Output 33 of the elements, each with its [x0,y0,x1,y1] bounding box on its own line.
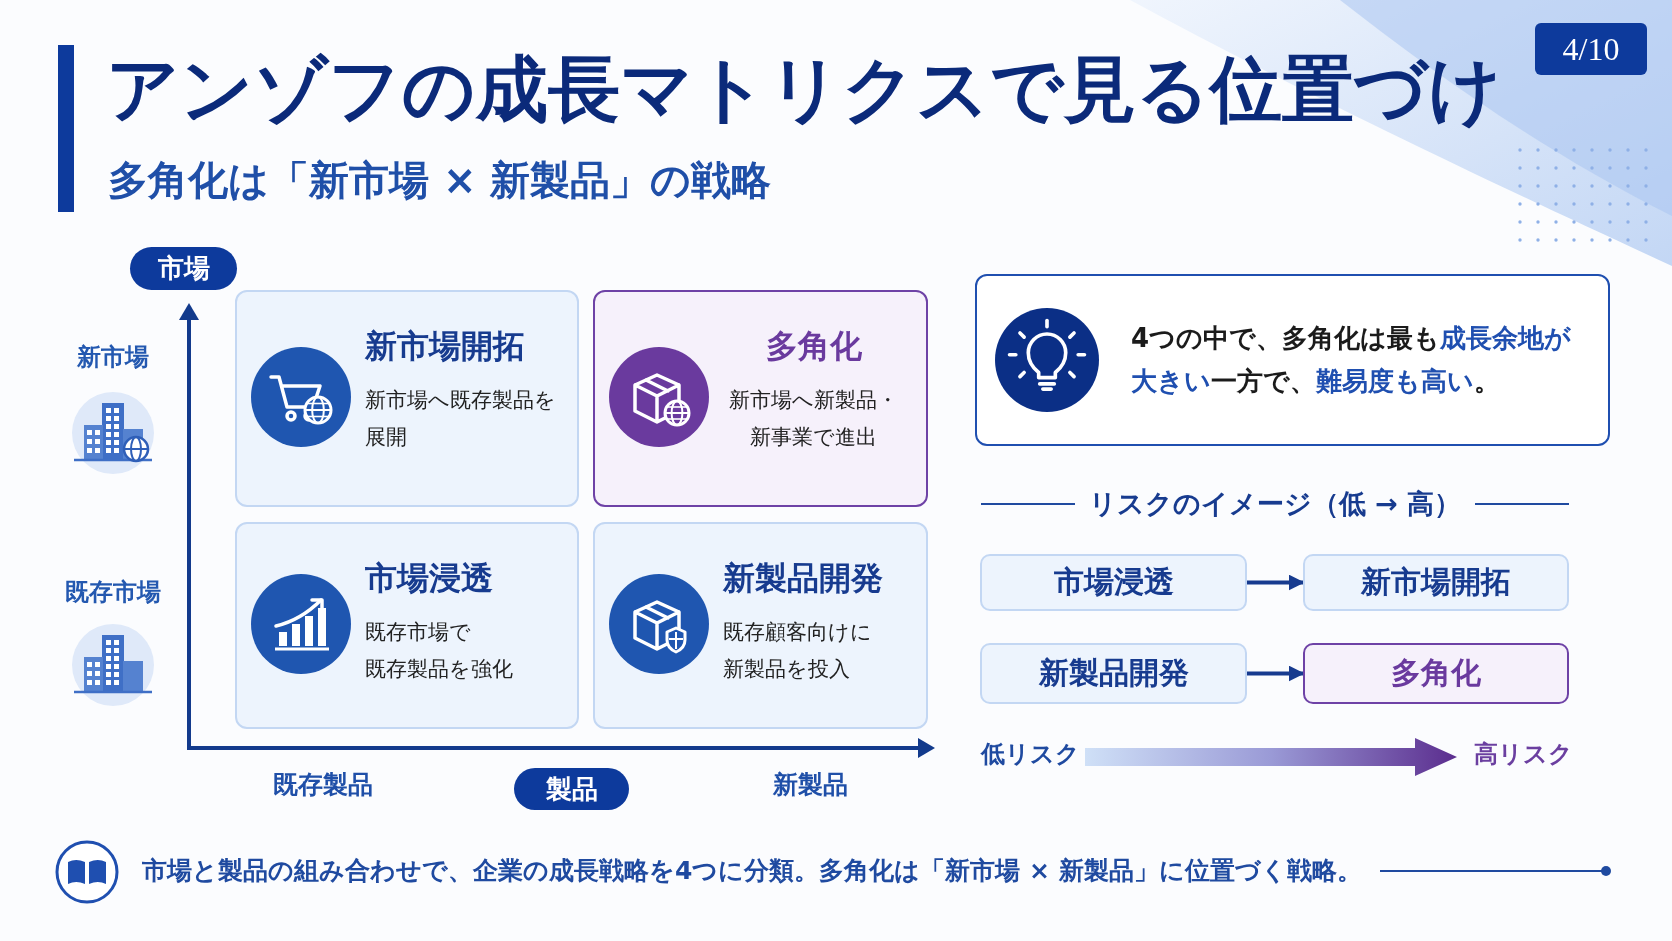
quadrant-card [593,290,928,507]
quadrant-description: 既存市場で既存製品を強化 [365,618,514,684]
quadrant-card [235,290,579,507]
axis-label: 既存製品 [273,770,373,800]
axis-label: 新製品 [772,770,848,800]
subtitle: 多角化は「新市場 × 新製品」の戦略 [108,156,772,204]
footnote: 市場と製品の組み合わせで、企業の成長戦略を4つに分類。多角化は「新市場 × 新製品」に位置づく戦略。 [142,856,1362,886]
quadrant-description: 既存顧客向けに新製品を投入 [723,618,873,684]
insight-card [975,274,1610,446]
quadrant-title: 多角化 [765,326,862,367]
axis-label: 新市場 [77,343,149,372]
quadrant-title: 新製品開発 [723,558,883,599]
axis-label: 既存市場 [65,578,161,607]
arrow [1247,574,1305,591]
scale-label: 低リスク [981,740,1080,769]
axis-title-pill: 製品 [514,768,629,810]
axis-title-pill: 市場 [130,247,237,290]
insight-text: 4つの中で、多角化は最も成長余地が大きい一方で、難易度も高い。 [1131,322,1573,398]
quadrant-description: 新市場へ既存製品を展開 [365,386,557,452]
slide-title: アンゾフの成長マトリクスで見る位置づけ [106,48,1502,131]
strategy-box: 新市場開拓 [1303,554,1569,611]
strategy-box: 新製品開発 [980,643,1247,704]
quadrant-title: 市場浸透 [365,558,493,599]
quadrant-card [235,522,579,729]
quadrant-card [593,522,928,729]
page-number-badge: 4/10 [1535,23,1647,75]
strategy-box: 多角化 [1303,643,1569,704]
quadrant-description: 新市場へ新製品・新事業で進出 [728,386,899,452]
strategy-box: 市場浸透 [980,554,1247,611]
section-heading: リスクのイメージ（低 → 高） [1088,488,1462,521]
scale-label: 高リスク [1474,740,1573,769]
quadrant-title: 新市場開拓 [365,326,525,367]
arrow [1247,665,1305,682]
